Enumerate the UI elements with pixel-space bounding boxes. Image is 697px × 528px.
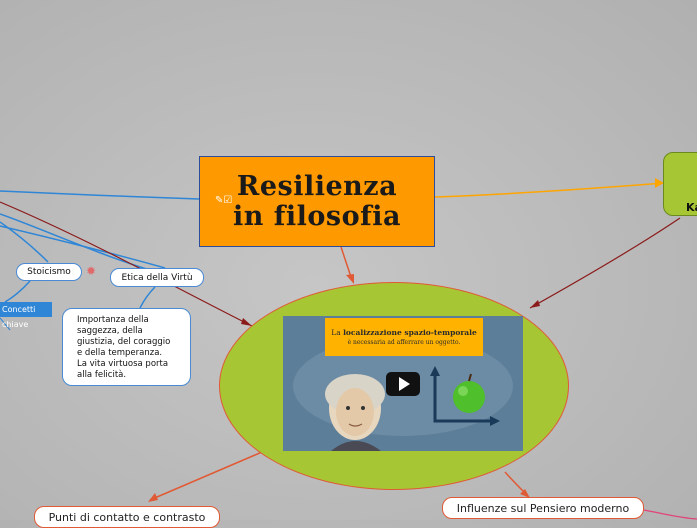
sun-icon: ✹: [86, 264, 97, 278]
video-caption-line1: La localizzazione spazio-temporale: [331, 328, 477, 337]
etica-desc-line: saggezza, della: [77, 326, 143, 336]
etica-della-virtu-node[interactable]: Etica della Virtù: [110, 268, 204, 287]
stoicismo-node[interactable]: Stoicismo: [16, 263, 82, 281]
influenze-pensiero-node[interactable]: Influenze sul Pensiero moderno: [442, 497, 644, 519]
etica-desc-line: alla felicità.: [77, 370, 127, 380]
etica-desc-line: La vita virtuosa porta: [77, 359, 169, 369]
etica-desc-line: giustizia, del coraggio: [77, 337, 171, 347]
etica-desc-line: Importanza della: [77, 315, 149, 325]
main-topic-node[interactable]: ✎☑ Resilienza in filosofia: [199, 156, 435, 247]
video-caption-line2: è necessaria ad afferrare un oggetto.: [347, 339, 461, 346]
play-icon[interactable]: [386, 372, 420, 396]
video-caption-banner: La localizzazione spazio-temporale è nec…: [325, 318, 483, 356]
right-topic-node[interactable]: Ka: [663, 152, 697, 216]
right-topic-label: Ka: [686, 201, 697, 214]
etica-description-node[interactable]: Importanza della saggezza, della giustiz…: [62, 308, 191, 386]
main-topic-label: Resilienza in filosofia: [233, 170, 401, 232]
video-thumbnail[interactable]: La localizzazione spazio-temporale è nec…: [283, 316, 523, 451]
check-note-icon: ✎☑: [215, 195, 233, 206]
etica-desc-line: e della temperanza.: [77, 348, 163, 358]
punti-contatto-node[interactable]: Punti di contatto e contrasto: [34, 506, 220, 528]
concetti-chiave-node[interactable]: Concetti chiave: [0, 302, 52, 329]
